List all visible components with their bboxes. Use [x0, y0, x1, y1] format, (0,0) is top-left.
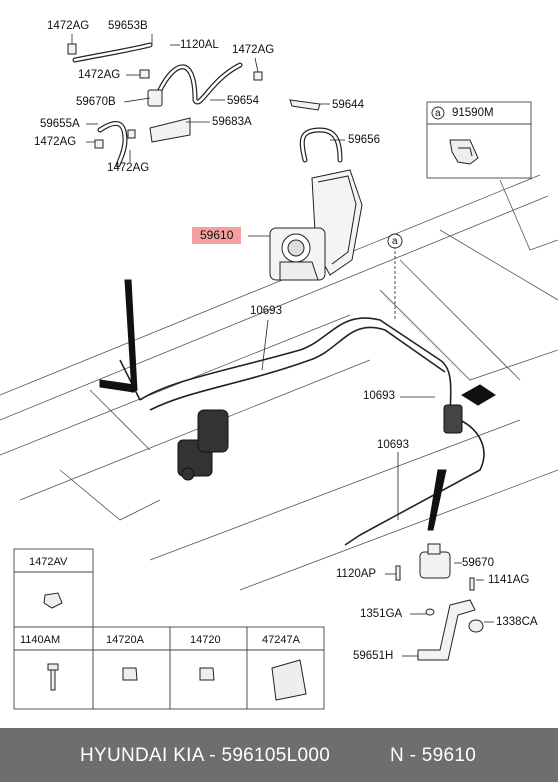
callout-59651h: 59651H: [353, 650, 394, 662]
callout-59644: 59644: [332, 99, 364, 111]
table-cell-1140am: 1140AM: [20, 634, 61, 646]
callout-59670b: 59670B: [76, 96, 116, 108]
parts-diagram: 1472AG 59653B 1120AL 1472AG 1472AG 59670…: [0, 20, 558, 710]
callout-1120ap: 1120AP: [336, 568, 377, 580]
reference-marker-a: a: [392, 236, 398, 247]
callout-1141ag: 1141AG: [488, 574, 530, 586]
callout-10693: 10693: [377, 439, 409, 451]
callout-59670: 59670: [462, 557, 494, 569]
table-cell-1472av: 1472AV: [29, 556, 68, 568]
footer-part-number: HYUNDAI KIA - 596105L000: [80, 745, 331, 766]
inset-part-91590m: 91590M: [452, 107, 494, 119]
callout-1472ag: 1472AG: [78, 69, 121, 81]
footer-bar: HYUNDAI KIA - 596105L000 N - 59610: [0, 728, 558, 782]
footer-code: N - 59610: [390, 745, 477, 766]
callout-10693: 10693: [250, 305, 282, 317]
diagram-drawing: [0, 34, 558, 710]
table-cell-14720: 14720: [190, 634, 221, 646]
callout-1120al: 1120AL: [180, 39, 219, 51]
callout-59683a: 59683A: [212, 116, 252, 128]
callout-1351ga: 1351GA: [360, 608, 403, 620]
callout-1338ca: 1338CA: [496, 616, 538, 628]
callout-1472ag: 1472AG: [232, 44, 275, 56]
callout-59654: 59654: [227, 95, 259, 107]
table-cell-47247a: 47247A: [262, 634, 300, 646]
callout-1472ag: 1472AG: [47, 20, 90, 32]
callout-59655a: 59655A: [40, 118, 80, 130]
callout-1472ag: 1472AG: [107, 162, 150, 174]
callout-59653b: 59653B: [108, 20, 148, 32]
callout-10693: 10693: [363, 390, 395, 402]
callout-59656: 59656: [348, 134, 380, 146]
inset-marker-a: a: [435, 108, 441, 119]
callout-1472ag: 1472AG: [34, 136, 77, 148]
table-cell-14720a: 14720A: [106, 634, 144, 646]
callout-59610-highlighted: 59610: [192, 227, 242, 244]
